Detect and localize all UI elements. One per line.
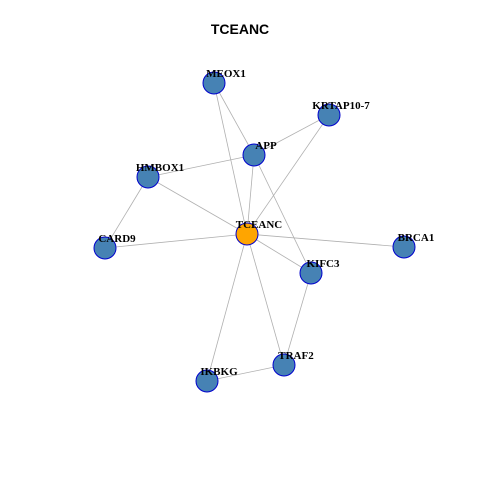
node-kifc3[interactable] bbox=[299, 261, 323, 285]
node-brca1[interactable] bbox=[392, 235, 416, 259]
node-tceanc[interactable] bbox=[235, 222, 259, 246]
edge-app-krtap10-7 bbox=[253, 114, 330, 156]
node-label-ikbkg: IKBKG bbox=[200, 366, 238, 378]
edge-tceanc-app bbox=[246, 154, 255, 235]
node-hmbox1[interactable] bbox=[136, 165, 160, 189]
node-label-app: APP bbox=[255, 140, 277, 152]
node-label-tceanc: TCEANC bbox=[236, 219, 283, 231]
node-label-meox1: MEOX1 bbox=[206, 68, 246, 80]
edge-tceanc-ikbkg bbox=[206, 233, 248, 382]
node-meox1[interactable] bbox=[202, 71, 226, 95]
edge-tceanc-hmbox1 bbox=[147, 176, 248, 235]
node-label-traf2: TRAF2 bbox=[278, 350, 314, 362]
node-label-hmbox1: HMBOX1 bbox=[136, 162, 184, 174]
edge-app-kifc3 bbox=[253, 154, 312, 274]
node-layer bbox=[93, 71, 416, 393]
node-card9[interactable] bbox=[93, 236, 117, 260]
edge-layer bbox=[104, 82, 405, 382]
edge-hmbox1-card9 bbox=[104, 176, 149, 249]
node-label-krtap10-7: KRTAP10-7 bbox=[312, 100, 370, 112]
edge-tceanc-kifc3 bbox=[246, 233, 312, 274]
node-app[interactable] bbox=[242, 143, 266, 167]
edge-tceanc-meox1 bbox=[213, 82, 248, 235]
node-label-brca1: BRCA1 bbox=[398, 232, 435, 244]
edge-app-hmbox1 bbox=[147, 154, 255, 178]
node-krtap10-7[interactable] bbox=[317, 103, 341, 127]
edge-traf2-ikbkg bbox=[206, 364, 285, 382]
graph-title: TCEANC bbox=[210, 21, 270, 37]
edge-kifc3-traf2 bbox=[283, 272, 312, 366]
edge-tceanc-brca1 bbox=[246, 233, 405, 248]
edge-tceanc-traf2 bbox=[246, 233, 285, 366]
edge-meox1-app bbox=[213, 82, 255, 156]
node-traf2[interactable] bbox=[272, 353, 296, 377]
node-ikbkg[interactable] bbox=[195, 369, 219, 393]
edge-tceanc-krtap10-7 bbox=[246, 114, 330, 235]
node-label-kifc3: KIFC3 bbox=[307, 258, 341, 270]
node-label-card9: CARD9 bbox=[98, 233, 136, 245]
edge-tceanc-card9 bbox=[104, 233, 248, 249]
